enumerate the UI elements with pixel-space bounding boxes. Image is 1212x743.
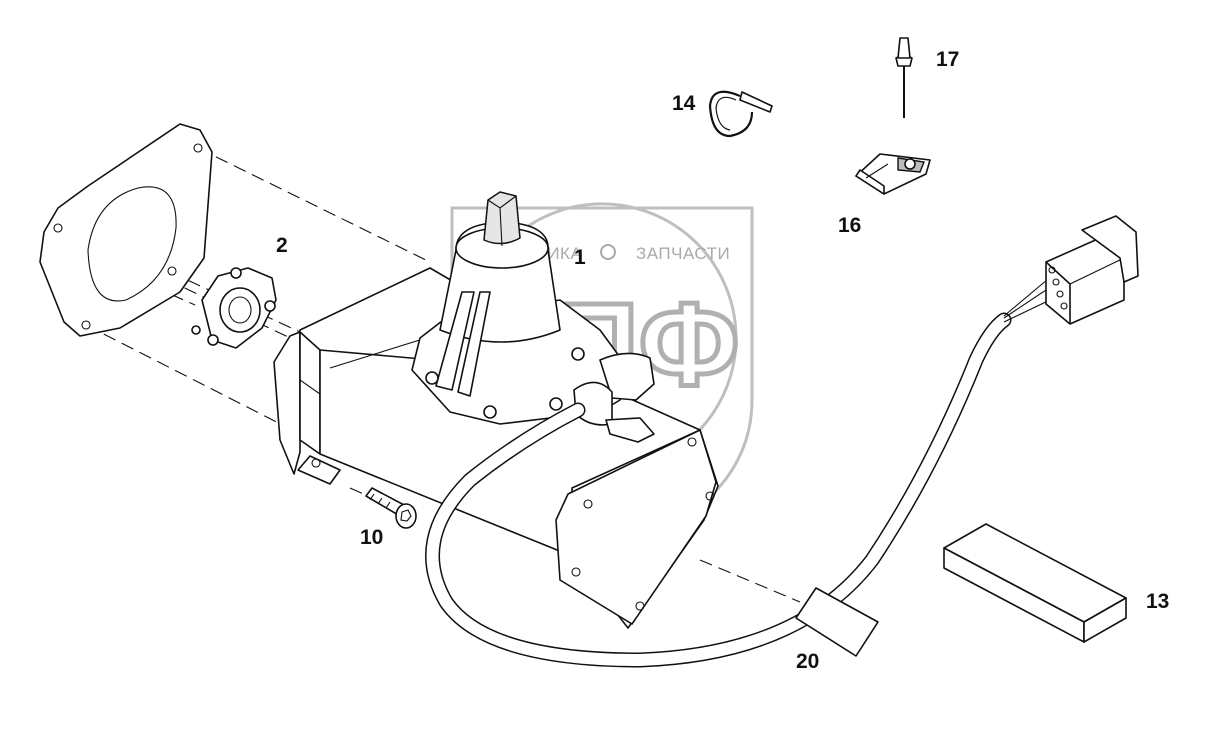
label-16: 16 [838, 214, 861, 237]
label-sheet[interactable] [795, 587, 879, 657]
label-14: 14 [672, 92, 696, 115]
label-10: 10 [360, 526, 383, 549]
bolt[interactable] [365, 487, 417, 529]
connector[interactable] [1045, 215, 1139, 325]
label-2: 2 [276, 234, 288, 257]
cable-tie[interactable] [708, 90, 773, 138]
label-1: 1 [574, 246, 586, 269]
label-13: 13 [1146, 590, 1169, 613]
watermark-right-text: ЗАПЧАСТИ [636, 244, 730, 263]
cable-harness[interactable] [425, 273, 1055, 668]
clip[interactable] [855, 153, 931, 195]
label-20: 20 [796, 650, 819, 673]
mounting-plate[interactable] [39, 123, 213, 337]
watermark-gear-icon [600, 244, 616, 260]
rivet[interactable] [895, 37, 913, 118]
callouts: 1 2 10 13 14 16 17 20 [276, 48, 1169, 673]
pad[interactable] [943, 523, 1127, 643]
coupling[interactable] [191, 267, 277, 349]
label-17: 17 [936, 48, 959, 71]
